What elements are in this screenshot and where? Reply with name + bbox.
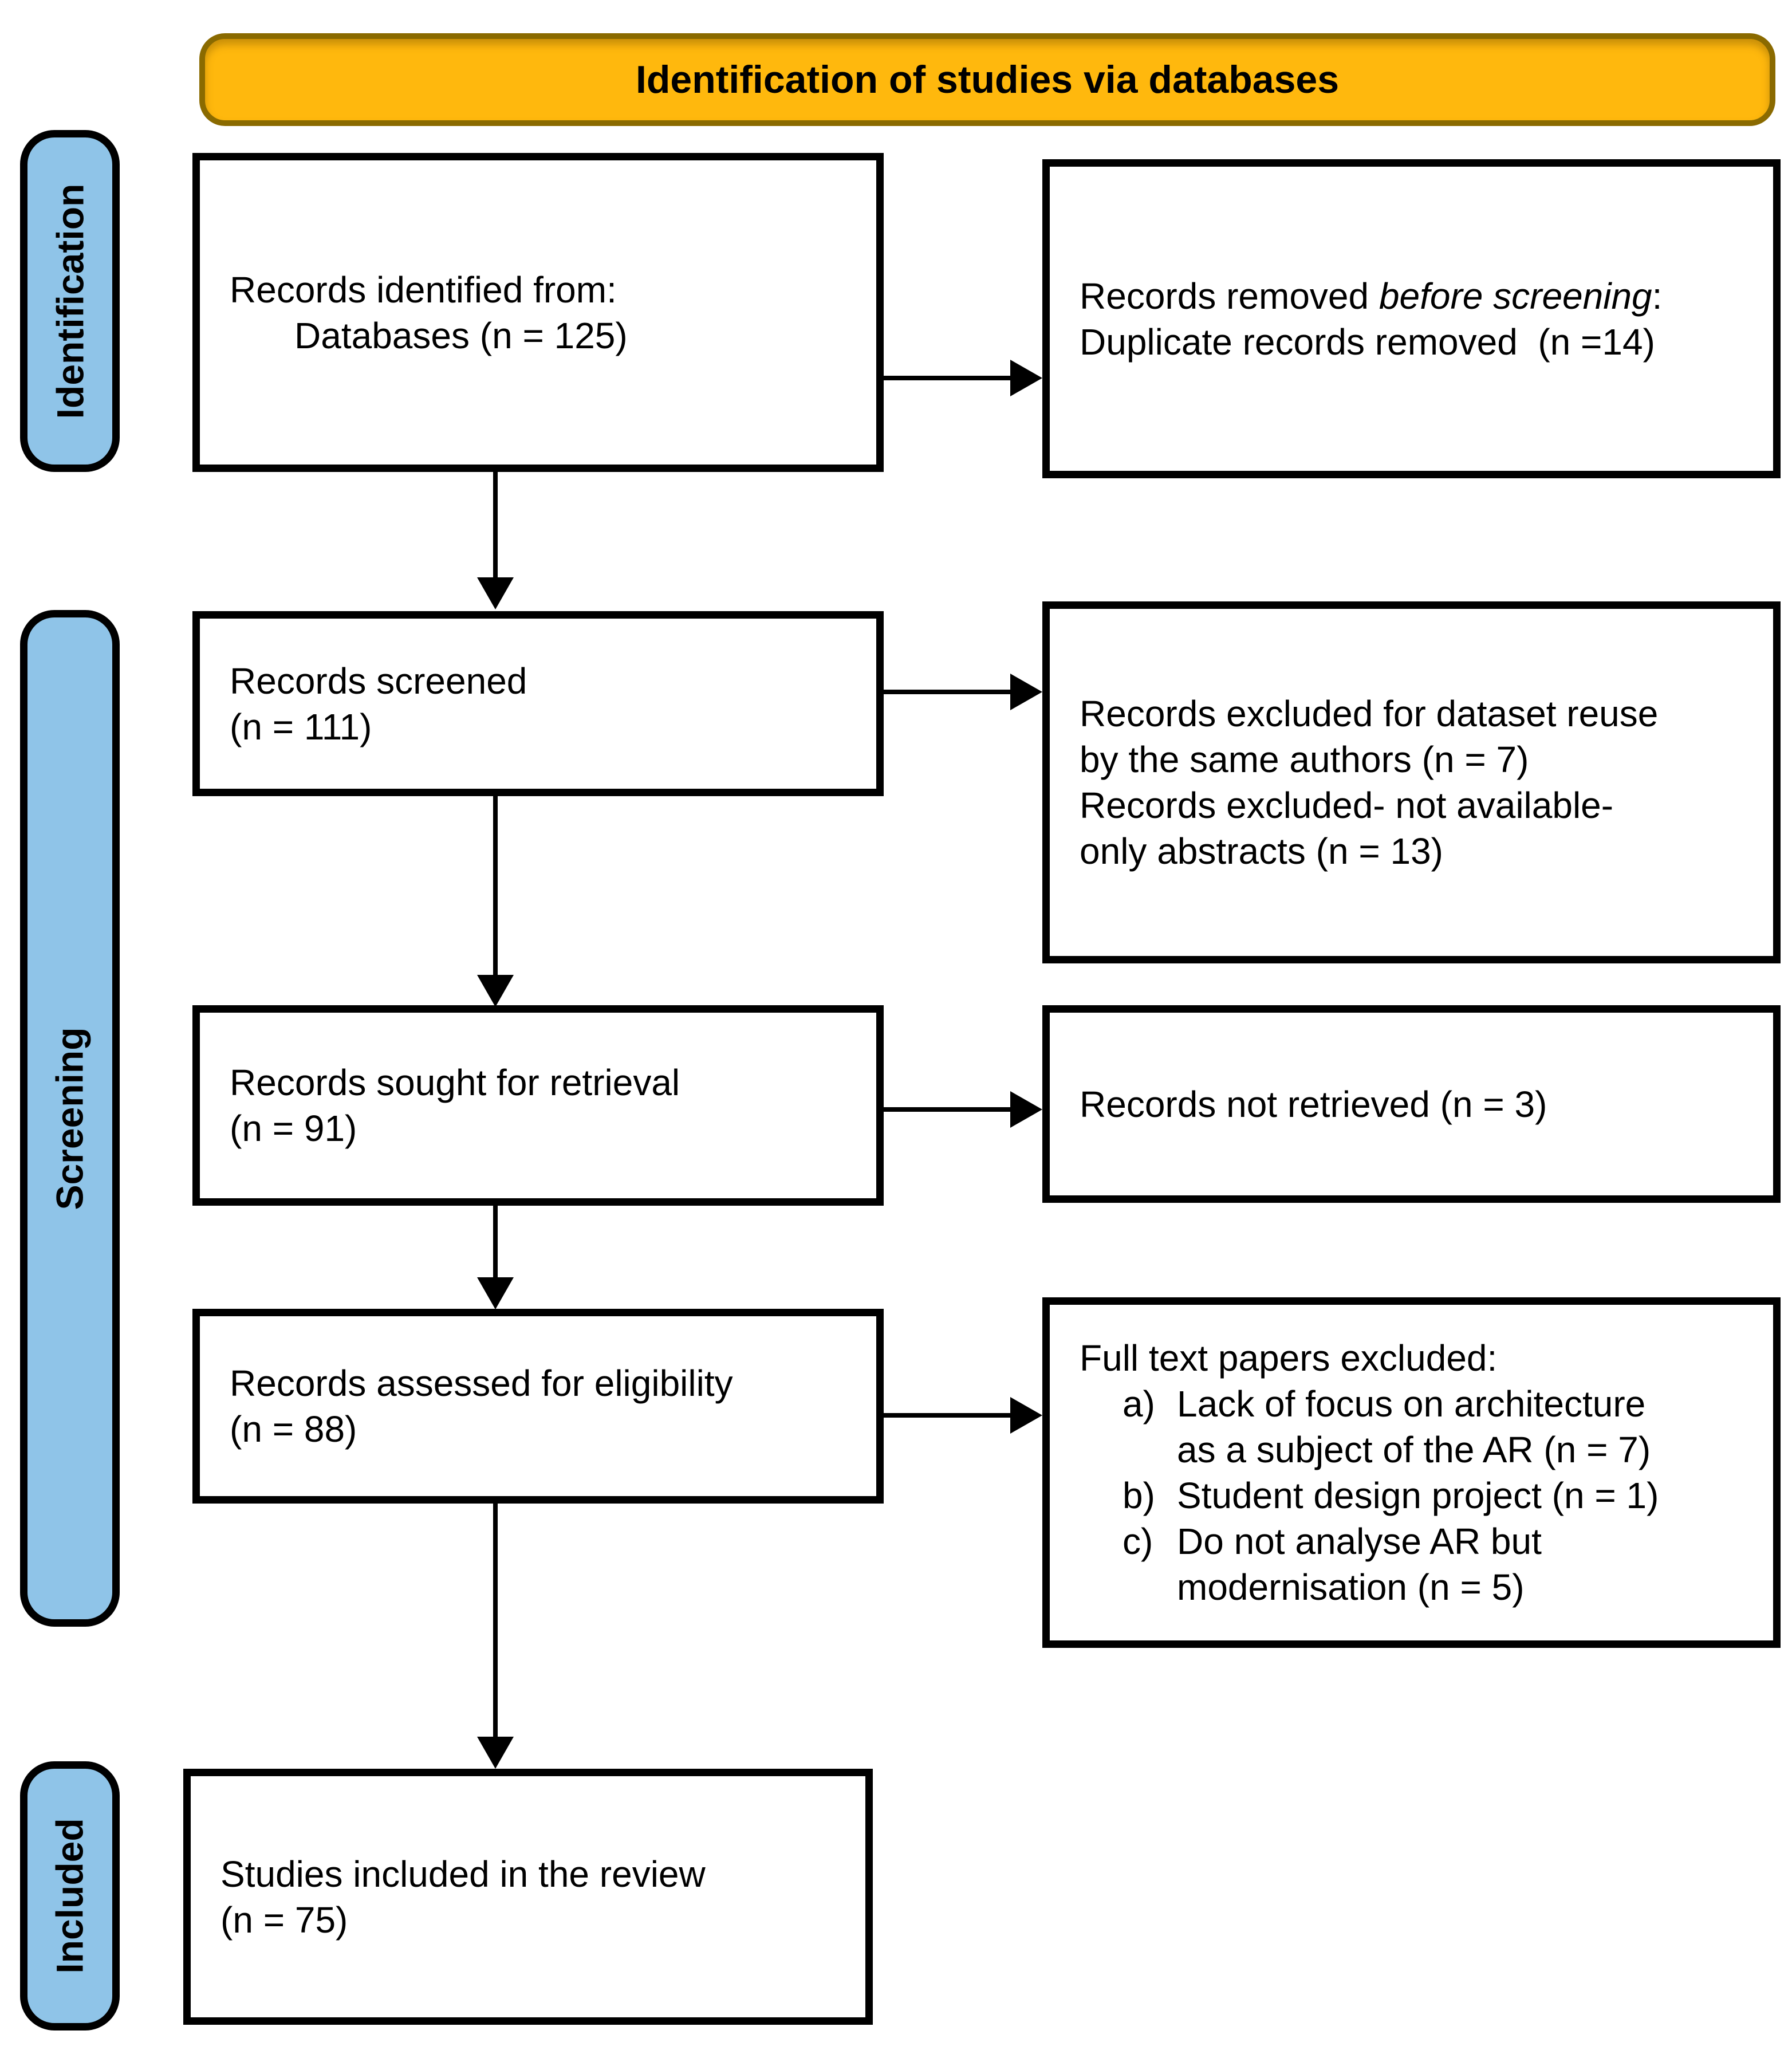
item-b-marker: b) xyxy=(1123,1475,1155,1516)
stage-screening: Screening xyxy=(20,610,120,1627)
arrow-right-head xyxy=(1010,1397,1042,1434)
arrow-down-head xyxy=(477,975,514,1007)
arrow-line xyxy=(493,1504,498,1740)
studies-included-line1: Studies included in the review xyxy=(220,1853,706,1895)
fulltext-excluded-item-c: c) Do not analyse AR but modernisation (… xyxy=(1123,1518,1739,1610)
records-assessed-line1: Records assessed for eligibility xyxy=(230,1363,733,1404)
arrow-line xyxy=(879,376,1011,380)
arrow-right-head xyxy=(1010,674,1042,710)
box-records-removed: Records removed before screening: Duplic… xyxy=(1042,159,1781,478)
box-fulltext-excluded: Full text papers excluded: a) Lack of fo… xyxy=(1042,1297,1781,1648)
records-removed-italic: before screening xyxy=(1379,275,1652,317)
records-sought-line1: Records sought for retrieval xyxy=(230,1062,680,1103)
item-c-marker: c) xyxy=(1123,1521,1153,1562)
item-b-text: Student design project (n = 1) xyxy=(1177,1475,1659,1516)
records-not-retrieved-line: Records not retrieved (n = 3) xyxy=(1080,1083,1547,1125)
records-identified-line1: Records identified from: xyxy=(230,269,617,310)
arrow-line xyxy=(879,1413,1011,1418)
arrow-line xyxy=(879,690,1011,694)
records-assessed-count: (n = 88) xyxy=(230,1408,357,1450)
records-removed-suffix: : xyxy=(1652,275,1663,317)
arrow-line xyxy=(493,796,498,978)
fulltext-excluded-item-b: b) Student design project (n = 1) xyxy=(1123,1473,1739,1518)
box-records-identified: Records identified from: Databases (n = … xyxy=(192,153,884,472)
records-screened-count: (n = 111) xyxy=(230,706,372,747)
banner: Identification of studies via databases xyxy=(199,33,1775,126)
records-removed-line1: Records removed before screening: xyxy=(1080,273,1739,319)
records-excluded-entry1: Records excluded for dataset reuse by th… xyxy=(1080,693,1659,780)
item-a-text: Lack of focus on architecture as a subje… xyxy=(1177,1383,1651,1470)
item-a-marker: a) xyxy=(1123,1383,1155,1424)
box-records-excluded-screening: Records excluded for dataset reuse by th… xyxy=(1042,601,1781,963)
stage-identification: Identification xyxy=(20,130,120,472)
records-screened-line1: Records screened xyxy=(230,660,527,702)
records-sought-count: (n = 91) xyxy=(230,1108,357,1149)
box-records-screened: Records screened (n = 111) xyxy=(192,611,884,796)
box-records-not-retrieved: Records not retrieved (n = 3) xyxy=(1042,1005,1781,1203)
box-studies-included: Studies included in the review (n = 75) xyxy=(183,1769,873,2025)
box-records-assessed: Records assessed for eligibility (n = 88… xyxy=(192,1309,884,1504)
studies-included-count: (n = 75) xyxy=(220,1899,348,1941)
records-removed-line2: Duplicate records removed (n =14) xyxy=(1080,321,1655,363)
box-records-sought: Records sought for retrieval (n = 91) xyxy=(192,1005,884,1206)
arrow-line xyxy=(879,1107,1011,1112)
arrow-right-head xyxy=(1010,1091,1042,1128)
stage-screening-label: Screening xyxy=(49,1026,92,1210)
arrow-down-head xyxy=(477,1277,514,1309)
stage-included-label: Included xyxy=(49,1818,92,1974)
fulltext-excluded-item-a: a) Lack of focus on architecture as a su… xyxy=(1123,1381,1739,1473)
arrow-right-head xyxy=(1010,360,1042,396)
arrow-down-head xyxy=(477,1737,514,1769)
arrow-down-head xyxy=(477,577,514,609)
arrow-line xyxy=(493,472,498,581)
item-c-text: Do not analyse AR but modernisation (n =… xyxy=(1177,1521,1542,1608)
banner-title: Identification of studies via databases xyxy=(635,58,1340,101)
records-removed-prefix: Records removed xyxy=(1080,275,1379,317)
stage-identification-label: Identification xyxy=(49,183,92,419)
records-identified-line2: Databases (n = 125) xyxy=(294,314,628,356)
records-excluded-entry2: Records excluded- not available- only ab… xyxy=(1080,785,1614,872)
stage-included: Included xyxy=(20,1761,120,2030)
fulltext-excluded-title: Full text papers excluded: xyxy=(1080,1337,1498,1379)
arrow-line xyxy=(493,1206,498,1280)
